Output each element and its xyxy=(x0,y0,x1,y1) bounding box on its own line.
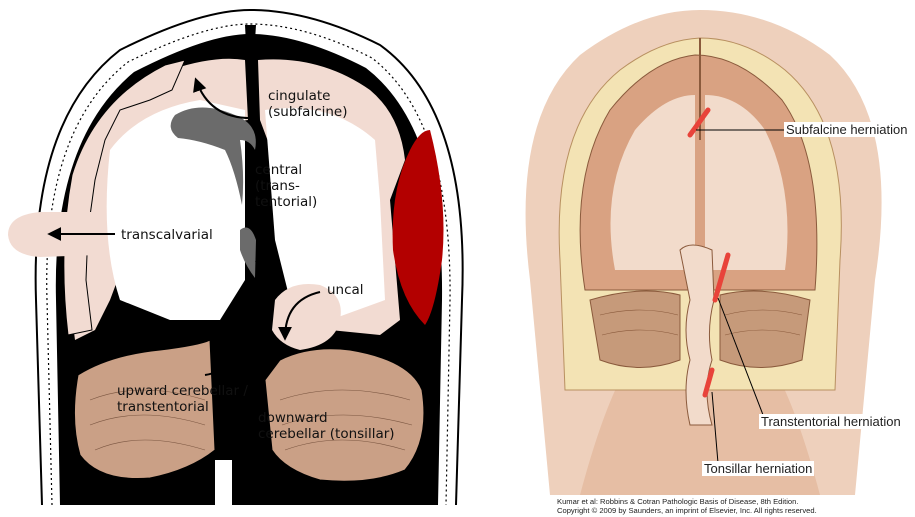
cerebellum xyxy=(590,291,680,368)
label-uncal: uncal xyxy=(327,282,364,298)
label-tonsillar: Tonsillar herniation xyxy=(702,461,814,476)
label-upward: upward cerebellar / transtentorial xyxy=(117,383,248,415)
label-transcalvarial: transcalvarial xyxy=(121,227,213,243)
label-subfalcine: Subfalcine herniation xyxy=(784,122,909,137)
label-central: central (trans- tentorial) xyxy=(255,162,317,210)
label-cingulate: cingulate (subfalcine) xyxy=(268,88,348,120)
credit-line-1: Kumar et al: Robbins & Cotran Pathologic… xyxy=(557,497,817,506)
schematic-drawing xyxy=(0,0,470,517)
label-transtentorial: Transtentorial herniation xyxy=(759,414,903,429)
credit-line-2: Copyright © 2009 by Saunders, an imprint… xyxy=(557,506,817,515)
label-downward: downward cerebellar (tonsillar) xyxy=(258,410,395,442)
copyright-credit: Kumar et al: Robbins & Cotran Pathologic… xyxy=(557,497,817,515)
herniation-schematic: cingulate (subfalcine) central (trans- t… xyxy=(0,0,470,517)
herniation-illustration: Subfalcine herniation Transtentorial her… xyxy=(490,0,915,517)
illustration-drawing xyxy=(490,0,915,517)
